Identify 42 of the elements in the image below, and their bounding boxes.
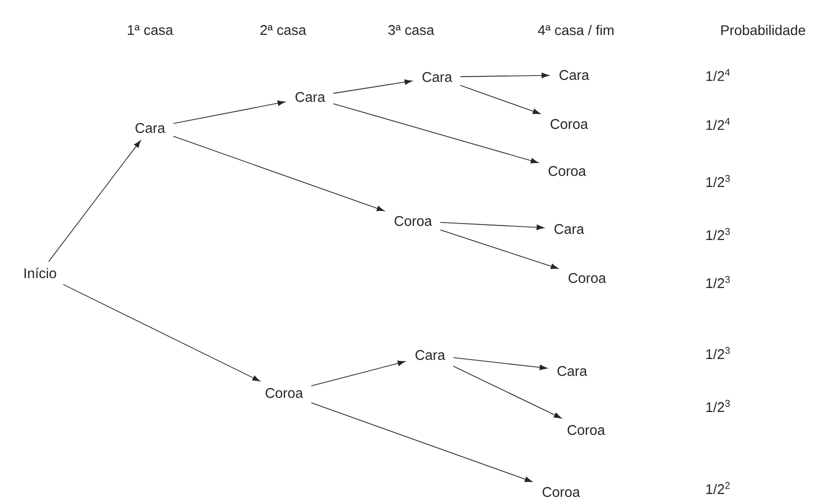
- outcome-label: Cara: [416, 350, 446, 360]
- outcome-label: Coroa: [550, 119, 588, 129]
- probability-label: 1/2$^{3}$: [706, 276, 730, 288]
- outcome-label: Coroa: [568, 425, 606, 435]
- arrow: [172, 100, 286, 124]
- outcome-label: Coroa: [394, 216, 432, 226]
- arrow: [48, 140, 141, 262]
- outcome-label: Cara: [558, 366, 588, 376]
- probability-label: 1/2$^{3}$: [706, 400, 730, 412]
- arrow: [460, 72, 550, 78]
- arrow: [172, 136, 384, 212]
- probability-label: 1/2$^{4}$: [706, 118, 730, 130]
- arrow: [440, 222, 544, 230]
- outcome-label: Cara: [296, 92, 326, 102]
- probability-label: 1/2$^{3}$: [706, 174, 730, 188]
- probability-label: 1/2$^{2}$: [706, 482, 730, 494]
- arrow: [452, 357, 548, 370]
- column-header: 2ª casa: [260, 25, 306, 35]
- arrow: [332, 103, 538, 164]
- arrow: [452, 366, 562, 418]
- column-header: Probabilidade: [721, 24, 806, 36]
- arrow: [332, 79, 412, 94]
- outcome-label: Coroa: [266, 388, 304, 398]
- outcome-label: Cara: [422, 72, 452, 82]
- arrow: [440, 230, 558, 270]
- outcome-label: Cara: [136, 123, 166, 133]
- arrow: [62, 284, 260, 382]
- outcome-label: Cara: [554, 224, 584, 234]
- probability-label: 1/2$^{4}$: [706, 68, 730, 82]
- arrow: [310, 402, 532, 482]
- outcome-label: Coroa: [548, 166, 586, 176]
- outcome-label: Coroa: [542, 487, 580, 497]
- column-header: 4ª casa / fim: [538, 24, 614, 36]
- arrow: [460, 84, 540, 114]
- arrow: [310, 360, 406, 386]
- probability-label: 1/2$^{3}$: [706, 228, 730, 240]
- column-header: 3ª casa: [388, 25, 434, 35]
- outcome-label: Início: [24, 268, 56, 278]
- probability-label: 1/2$^{3}$: [706, 346, 730, 360]
- column-header: 1ª casa: [128, 25, 174, 35]
- outcome-label: Coroa: [568, 273, 606, 283]
- outcome-label: Cara: [560, 70, 590, 80]
